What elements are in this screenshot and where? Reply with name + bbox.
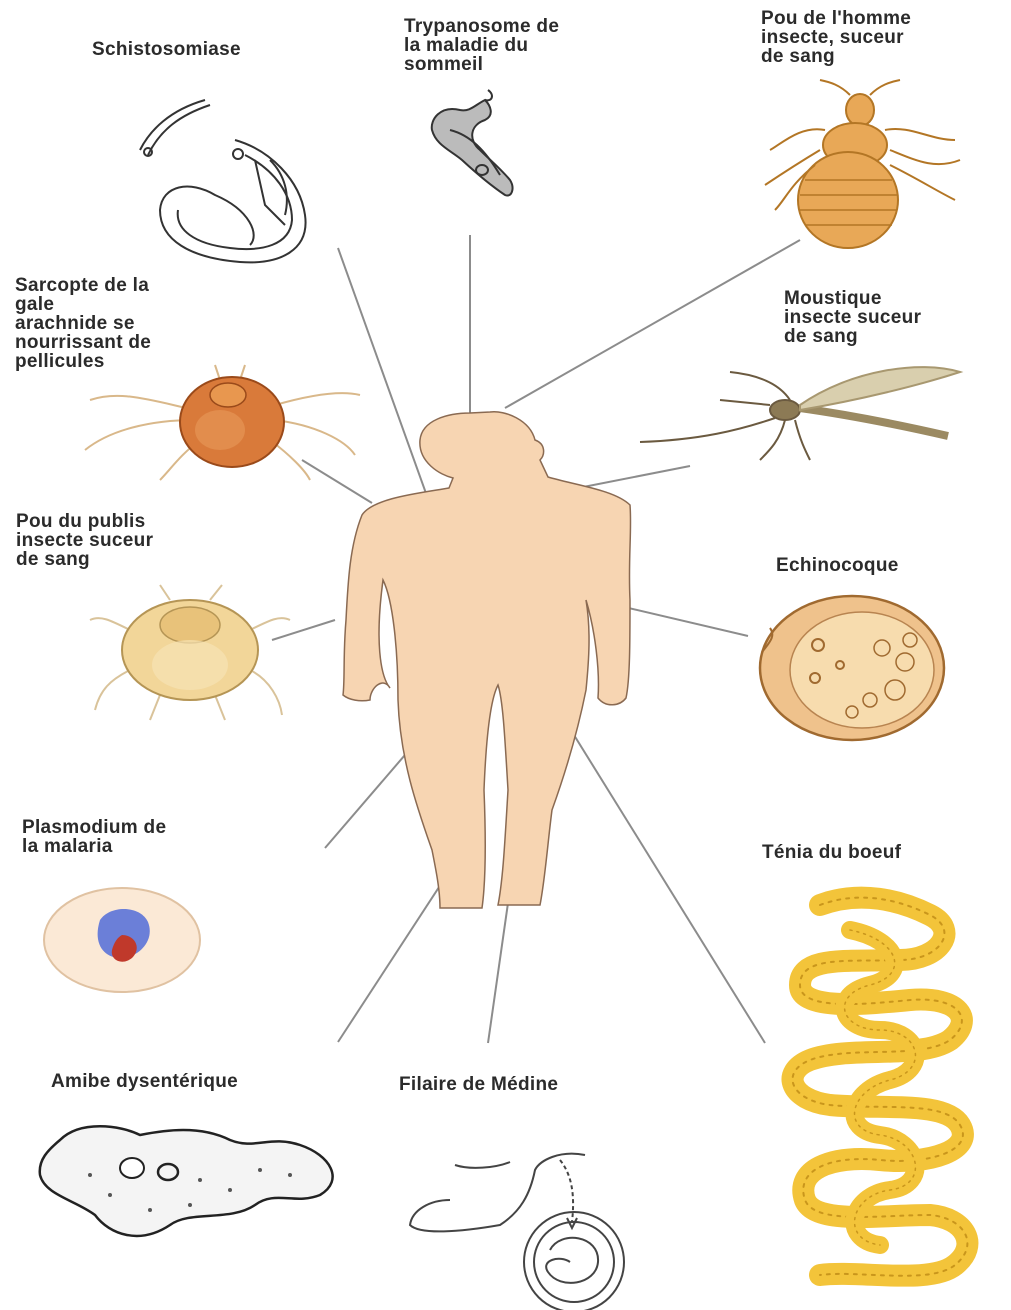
label-pou-pubis: Pou du publis insecte suceur de sang: [16, 512, 153, 569]
human-body: [343, 412, 631, 908]
amibe-illustration: [40, 1126, 333, 1236]
label-line: Pou du publis: [16, 512, 153, 531]
plasmodium-illustration: [44, 888, 200, 992]
leader-line-sarcopte: [302, 460, 372, 503]
label-line: nourrissant de: [15, 333, 151, 352]
label-trypanosome: Trypanosome de la maladie du sommeil: [404, 17, 559, 74]
sarcopte-illustration: [85, 365, 360, 480]
echinocoque-illustration: [760, 596, 944, 740]
label-line: Amibe dysentérique: [51, 1072, 238, 1091]
label-line: Pou de l'homme: [761, 9, 911, 28]
label-line: arachnide se: [15, 314, 151, 333]
label-line: insecte suceur: [16, 531, 153, 550]
label-line: Sarcopte de la: [15, 276, 151, 295]
label-line: sommeil: [404, 55, 559, 74]
label-line: de sang: [784, 327, 921, 346]
label-line: gale: [15, 295, 151, 314]
label-line: de sang: [761, 47, 911, 66]
label-pou-homme: Pou de l'homme insecte, suceur de sang: [761, 9, 911, 66]
trypanosome-illustration: [432, 90, 513, 196]
label-sarcopte: Sarcopte de la gale arachnide se nourris…: [15, 276, 151, 371]
leader-line-pou-pubis: [272, 620, 335, 640]
label-line: Trypanosome de: [404, 17, 559, 36]
label-echinocoque: Echinocoque: [776, 556, 899, 575]
label-line: insecte suceur: [784, 308, 921, 327]
leader-line-schistosomiase: [338, 248, 437, 524]
pou-pubis-illustration: [90, 585, 290, 720]
label-schistosomiase: Schistosomiase: [92, 40, 241, 59]
tenia-illustration: [793, 898, 968, 1276]
schistosomiase-illustration: [140, 100, 306, 262]
label-amibe: Amibe dysentérique: [51, 1072, 238, 1091]
label-moustique: Moustique insecte suceur de sang: [784, 289, 921, 346]
label-plasmodium: Plasmodium de la malaria: [22, 818, 166, 856]
label-line: la malaria: [22, 837, 166, 856]
label-tenia: Ténia du boeuf: [762, 843, 901, 862]
moustique-illustration: [640, 367, 960, 460]
label-line: Plasmodium de: [22, 818, 166, 837]
label-line: insecte, suceur: [761, 28, 911, 47]
filaire-illustration: [410, 1154, 624, 1310]
label-line: Filaire de Médine: [399, 1075, 558, 1094]
pou-homme-illustration: [765, 80, 960, 248]
label-line: Moustique: [784, 289, 921, 308]
label-line: de sang: [16, 550, 153, 569]
label-line: Ténia du boeuf: [762, 843, 901, 862]
label-line: Schistosomiase: [92, 40, 241, 59]
label-filaire: Filaire de Médine: [399, 1075, 558, 1094]
label-line: Echinocoque: [776, 556, 899, 575]
label-line: la maladie du: [404, 36, 559, 55]
label-line: pellicules: [15, 352, 151, 371]
leader-line-pou-homme: [505, 240, 800, 408]
